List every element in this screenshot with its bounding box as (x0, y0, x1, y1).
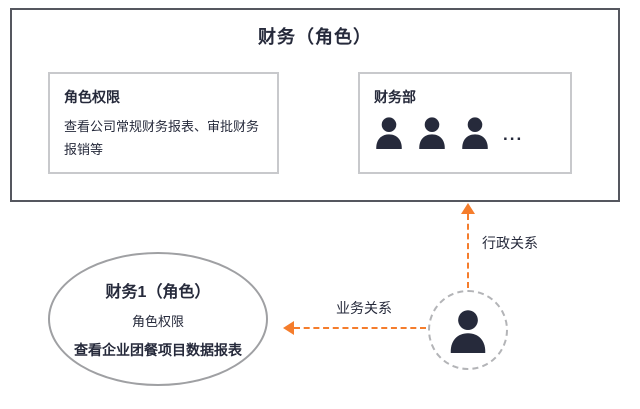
finance-role-container: 财务（角色） 角色权限 查看公司常规财务报表、审批财务报销等 财务部 ... (10, 8, 620, 202)
business-relation-label: 业务关系 (336, 300, 392, 316)
person-icon (417, 115, 447, 149)
role-permissions-title: 角色权限 (64, 89, 120, 105)
person-icon (374, 115, 404, 149)
role-permissions-description: 查看公司常规财务报表、审批财务报销等 (64, 119, 260, 157)
person-icon (460, 115, 490, 149)
employee-node (428, 290, 508, 370)
person-icon (448, 307, 488, 353)
business-relation-arrowhead (283, 321, 294, 335)
finance1-role-description: 查看企业团餐项目数据报表 (74, 342, 242, 358)
finance-role-title: 财务（角色） (258, 27, 372, 47)
finance1-role-ellipse: 财务1（角色） 角色权限 查看企业团餐项目数据报表 (48, 252, 268, 386)
business-relation-line (294, 327, 426, 329)
finance-department-box: 财务部 ... (358, 72, 572, 174)
more-members-ellipsis: ... (503, 125, 524, 144)
role-permissions-box: 角色权限 查看公司常规财务报表、审批财务报销等 (48, 72, 279, 174)
admin-relation-arrowhead (461, 203, 475, 214)
finance1-role-subtitle: 角色权限 (131, 314, 184, 329)
admin-relation-label: 行政关系 (482, 235, 538, 251)
admin-relation-line (467, 214, 469, 288)
finance1-role-title: 财务1（角色） (105, 284, 211, 301)
department-members: ... (374, 115, 556, 149)
finance-department-title: 财务部 (374, 89, 416, 105)
